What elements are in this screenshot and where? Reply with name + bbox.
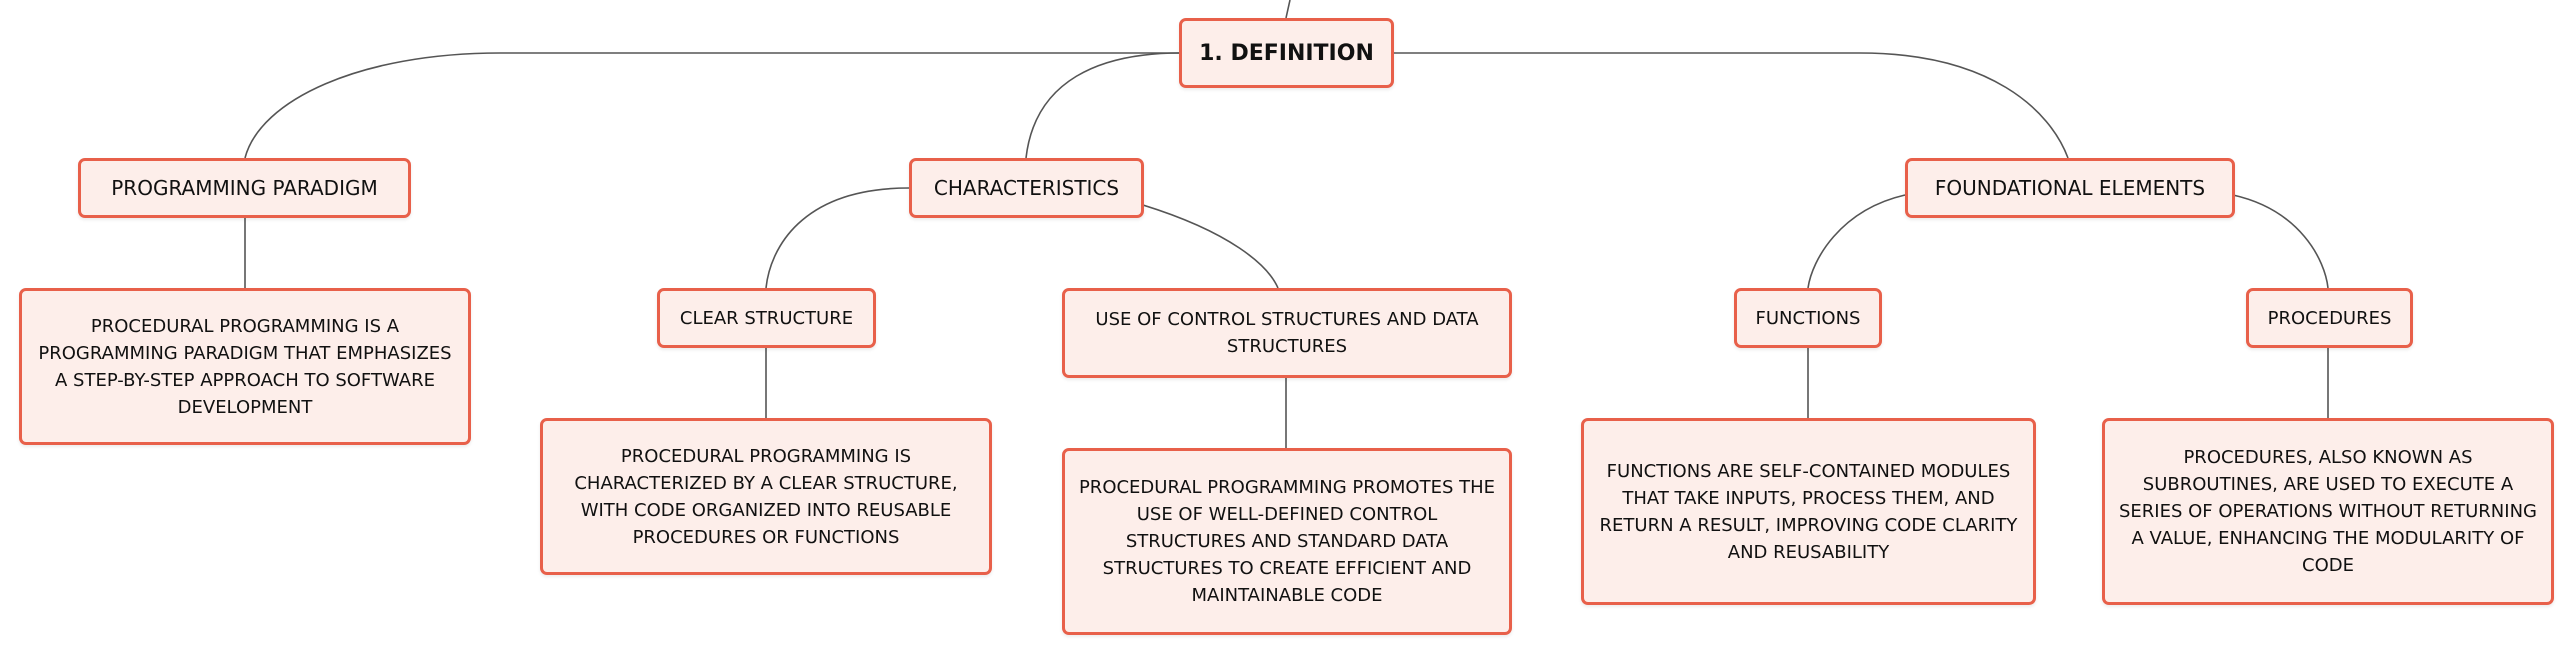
connector-root-foundational	[1393, 52, 2069, 159]
node-clear-structure-description[interactable]: PROCEDURAL PROGRAMMING IS CHARACTERIZED …	[540, 418, 992, 575]
connector-root-paradigm	[244, 52, 1180, 159]
connector-root-characteristics	[1025, 52, 1181, 159]
connector-foundational-procedures	[2232, 194, 2329, 289]
node-paradigm-description[interactable]: PROCEDURAL PROGRAMMING IS A PROGRAMMING …	[19, 288, 471, 445]
node-procedures[interactable]: PROCEDURES	[2246, 288, 2413, 348]
connector-parent-root	[1285, 0, 1291, 19]
node-programming-paradigm[interactable]: PROGRAMMING PARADIGM	[78, 158, 411, 218]
node-control-data-structures[interactable]: USE OF CONTROL STRUCTURES AND DATA STRUC…	[1062, 288, 1512, 378]
node-procedures-description[interactable]: PROCEDURES, ALSO KNOWN AS SUBROUTINES, A…	[2102, 418, 2554, 605]
node-functions[interactable]: FUNCTIONS	[1734, 288, 1882, 348]
node-clear-structure[interactable]: CLEAR STRUCTURE	[657, 288, 876, 348]
root-node[interactable]: 1. DEFINITION	[1179, 18, 1394, 88]
node-functions-description[interactable]: FUNCTIONS ARE SELF-CONTAINED MODULES THA…	[1581, 418, 2036, 605]
connector-characteristics-control	[1142, 204, 1279, 289]
node-characteristics[interactable]: CHARACTERISTICS	[909, 158, 1144, 218]
connector-foundational-functions	[1807, 194, 1906, 289]
node-foundational-elements[interactable]: FOUNDATIONAL ELEMENTS	[1905, 158, 2235, 218]
connector-characteristics-clear	[765, 187, 910, 289]
node-control-structures-description[interactable]: PROCEDURAL PROGRAMMING PROMOTES THE USE …	[1062, 448, 1512, 635]
